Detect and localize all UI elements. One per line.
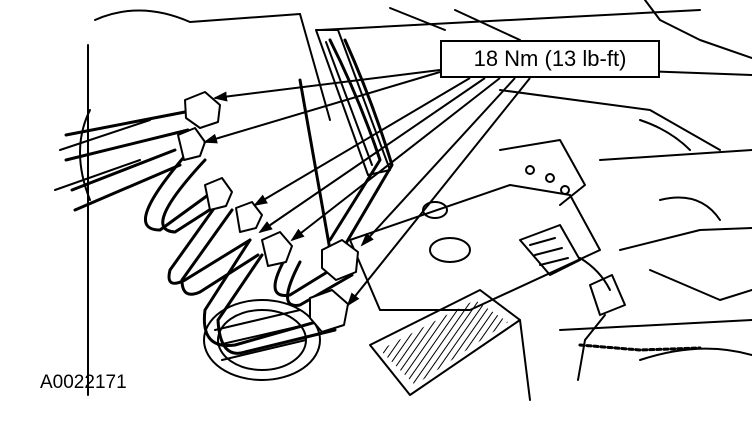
leader-arrow-7 [346,77,531,307]
leader-arrow-1 [213,69,441,102]
tube-nut-6 [321,239,359,281]
leader-arrow-5 [290,77,501,242]
tube-nut-3 [204,177,233,211]
leader-arrow-4 [258,77,486,234]
tube-nut-5 [261,231,293,267]
tube-nut-4 [235,201,263,233]
electrical-connector [519,224,626,381]
fluid-tray [369,289,531,401]
leader-arrow-6 [360,77,516,247]
leader-arrow-2 [203,71,441,144]
pulley [203,299,321,381]
callout-leaders [203,69,531,307]
tube-nut-2 [177,127,206,161]
master-cylinder-body [349,139,601,311]
torque-callout: 18 Nm (13 lb-ft) [440,40,660,78]
tube-nut-1 [184,91,221,129]
brake-lines [64,38,394,355]
tube-nut-7 [309,289,349,333]
figure-id: A0022171 [40,372,127,393]
leader-arrow-3 [253,77,471,207]
wire-harness [578,343,702,352]
